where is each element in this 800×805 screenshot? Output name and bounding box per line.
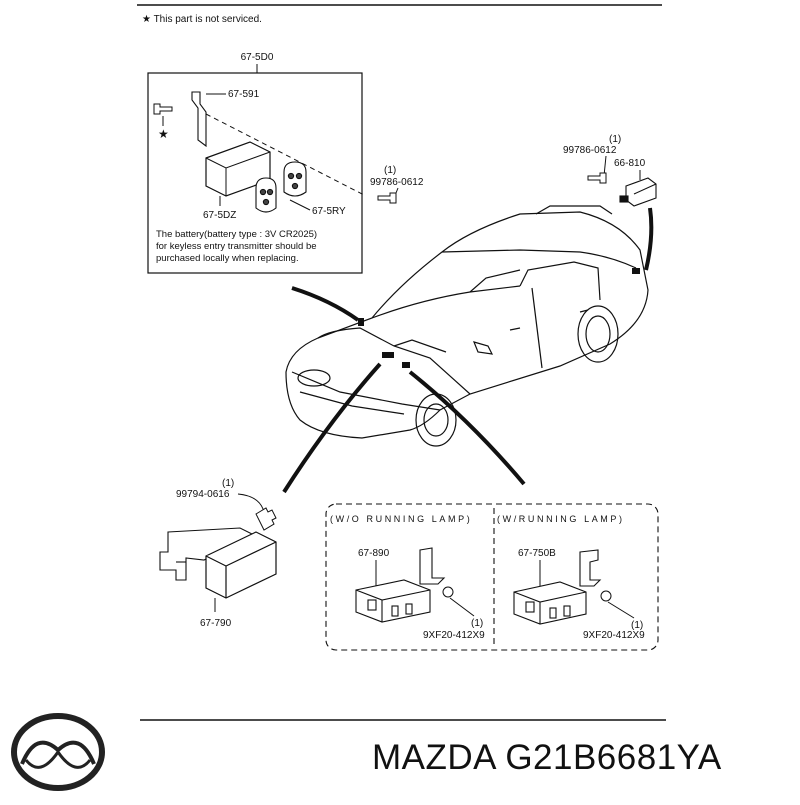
rear-relay-icon xyxy=(619,177,657,207)
bracket-screw-icon xyxy=(153,103,173,115)
car-illustration xyxy=(285,205,649,447)
battery-note-line-2: for keyless entry transmitter should be xyxy=(156,241,317,252)
rear-location-mark xyxy=(632,268,640,274)
without-lamp-unit-label: 67-890 xyxy=(358,548,390,559)
rear-bolt-icon xyxy=(587,172,607,184)
not-serviced-star-icon: ★ xyxy=(158,127,169,141)
with-lamp-nut-qty: (1) xyxy=(631,620,643,631)
battery-note-line-3: purchased locally when replacing. xyxy=(156,253,299,264)
front-bolt-icon xyxy=(255,507,277,531)
rear-relay-pointer xyxy=(644,207,654,271)
part-number: G21B6681YA xyxy=(505,738,722,777)
transmitter-icon xyxy=(255,161,307,213)
without-lamp-nut-qty: (1) xyxy=(471,618,483,629)
with-lamp-unit-label: 67-750B xyxy=(518,548,556,559)
keyless-bolt-qty: (1) xyxy=(384,165,396,176)
front-unit-location-mark xyxy=(382,352,394,358)
keyless-entry-box: 67-5D0 67-591 ★ 67-5DZ 67-5RY The xyxy=(147,52,367,274)
with-lamp-header: (W/RUNNING LAMP) xyxy=(497,514,625,524)
rear-bolt-qty: (1) xyxy=(609,134,621,145)
transmitter-leader xyxy=(289,199,311,211)
keyless-box-title: 67-5D0 xyxy=(241,52,274,63)
keyless-bolt-group: (1) 99786-0612 xyxy=(370,165,424,204)
keyless-pointer xyxy=(291,286,360,322)
with-lamp-nut-icon xyxy=(600,590,612,602)
battery-note-line-1: The battery(battery type : 3V CR2025) xyxy=(156,229,317,240)
keyless-bolt-icon xyxy=(377,192,397,204)
transmitter-label: 67-5RY xyxy=(312,206,346,217)
keyless-box-frame xyxy=(147,72,363,274)
not-serviced-note: ★ This part is not serviced. xyxy=(142,14,262,25)
front-unit-group: (1) 99794-0616 67-790 xyxy=(159,478,277,629)
relay-location-mark xyxy=(402,362,410,368)
front-unit-label: 67-790 xyxy=(200,618,232,629)
mazda-logo-icon xyxy=(11,713,105,791)
keyless-bolt-label: 99786-0612 xyxy=(370,177,424,188)
without-lamp-nut-label: 9XF20-412X9 xyxy=(423,630,485,641)
with-lamp-nut-label: 9XF20-412X9 xyxy=(583,630,645,641)
rear-relay-label: 66-810 xyxy=(614,158,646,169)
variants-box: (W/O RUNNING LAMP) (W/RUNNING LAMP) 67-8… xyxy=(325,503,659,651)
variants-frame xyxy=(325,503,659,651)
rear-bolt-label: 99786-0612 xyxy=(563,145,617,156)
rear-relay-group: (1) 99786-0612 66-810 xyxy=(563,134,657,271)
without-lamp-nut-icon xyxy=(442,586,454,598)
variant-pointer xyxy=(408,370,526,486)
front-bolt-label: 99794-0616 xyxy=(176,489,230,500)
front-unit-icon xyxy=(205,531,277,599)
brand-part-caption: MAZDA G21B6681YA xyxy=(372,738,722,778)
bracket-shape xyxy=(191,91,207,148)
keyless-location-mark xyxy=(358,318,364,326)
bracket-label: 67-591 xyxy=(228,89,260,100)
without-lamp-unit-icon xyxy=(355,547,446,623)
without-lamp-header: (W/O RUNNING LAMP) xyxy=(330,514,472,524)
brand-name: MAZDA xyxy=(372,738,496,777)
front-unit-pointer xyxy=(282,362,382,494)
front-bolt-qty: (1) xyxy=(222,478,234,489)
keyless-dashed-guide xyxy=(205,113,367,197)
with-lamp-unit-icon xyxy=(513,549,602,625)
keyless-unit-label: 67-5DZ xyxy=(203,210,236,221)
